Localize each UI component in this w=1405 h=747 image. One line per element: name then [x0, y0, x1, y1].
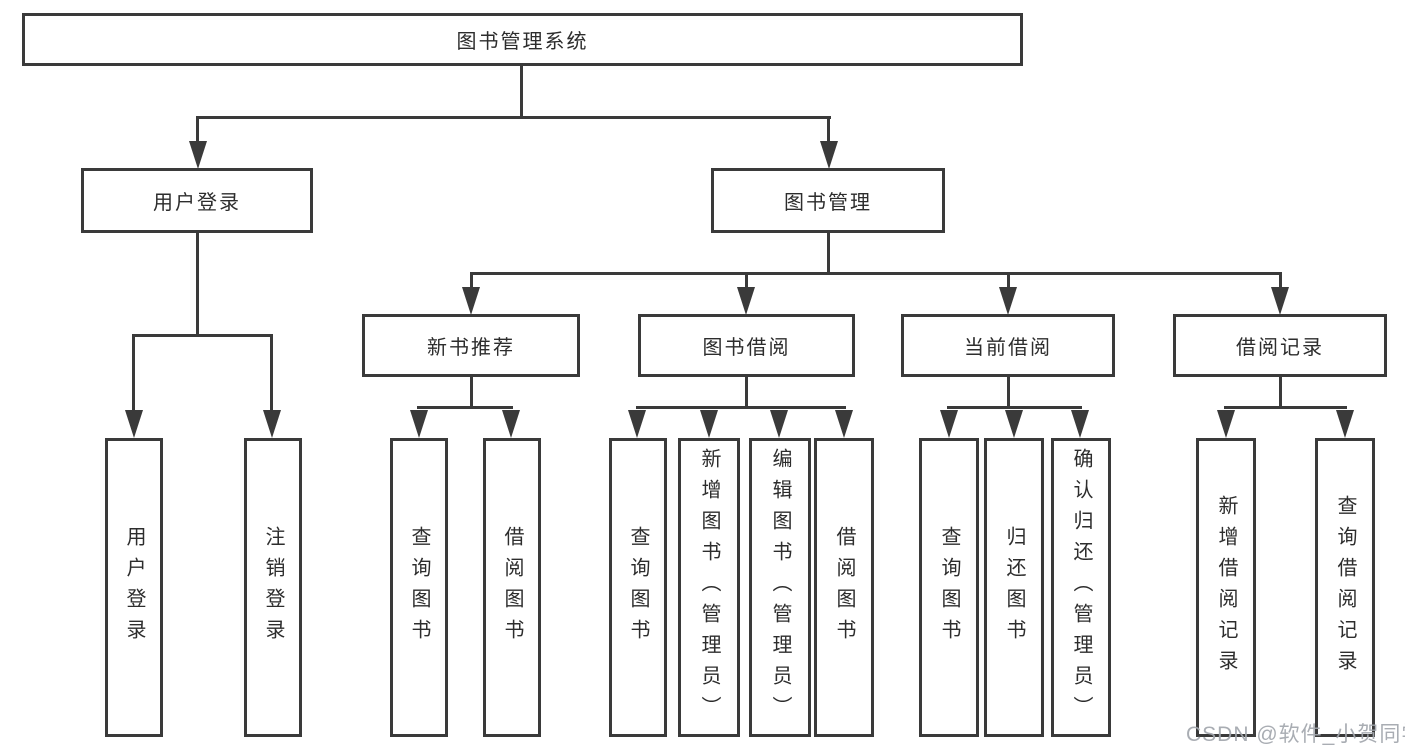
- arrow-down: [835, 410, 853, 438]
- leaf-edit-books-admin: 编辑图书（管理员）: [749, 438, 811, 737]
- leaf-borrow-books-borrowing: 借阅图书: [814, 438, 874, 737]
- node-book-management: 图书管理: [711, 168, 945, 233]
- leaf-query-borrow-record-label: 查询借阅记录: [1334, 494, 1356, 681]
- leaf-query-books-newbooks: 查询图书: [390, 438, 448, 737]
- arrow-down: [125, 410, 143, 438]
- leaf-confirm-return-admin-label: 确认归还（管理员）: [1070, 448, 1092, 727]
- connector-line: [1007, 272, 1010, 290]
- arrow-down: [770, 410, 788, 438]
- connector-line: [196, 233, 199, 337]
- node-borrowing-records-label: 借阅记录: [1236, 337, 1324, 359]
- leaf-logout: 注销登录: [244, 438, 302, 737]
- arrow-down: [628, 410, 646, 438]
- connector-line: [1279, 272, 1282, 290]
- leaf-borrow-books-newbooks-label: 借阅图书: [501, 525, 523, 650]
- leaf-confirm-return-admin: 确认归还（管理员）: [1051, 438, 1111, 737]
- arrow-down: [999, 287, 1017, 315]
- connector-line: [132, 334, 273, 337]
- leaf-return-books-label: 归还图书: [1003, 525, 1025, 650]
- connector-line: [745, 272, 748, 290]
- leaf-query-books-current-label: 查询图书: [938, 525, 960, 650]
- leaf-user-login-label: 用户登录: [123, 525, 145, 650]
- leaf-add-books-admin: 新增图书（管理员）: [678, 438, 740, 737]
- node-new-book-recommend-label: 新书推荐: [427, 337, 515, 359]
- arrow-down: [410, 410, 428, 438]
- arrow-down: [820, 141, 838, 169]
- connector-line: [1279, 377, 1282, 409]
- leaf-return-books: 归还图书: [984, 438, 1044, 737]
- connector-line: [196, 116, 831, 119]
- node-book-management-label: 图书管理: [784, 192, 872, 214]
- leaf-add-books-admin-label: 新增图书（管理员）: [698, 448, 720, 727]
- arrow-down: [189, 141, 207, 169]
- arrow-down: [1271, 287, 1289, 315]
- connector-line: [132, 334, 135, 412]
- node-book-borrowing: 图书借阅: [638, 314, 855, 377]
- node-user-login-label: 用户登录: [153, 192, 241, 214]
- connector-line: [827, 233, 830, 275]
- arrow-down: [1005, 410, 1023, 438]
- connector-line: [470, 377, 473, 409]
- node-new-book-recommend: 新书推荐: [362, 314, 580, 377]
- connector-line: [470, 272, 473, 290]
- arrow-down: [700, 410, 718, 438]
- node-root-label: 图书管理系统: [456, 31, 589, 53]
- leaf-query-books-newbooks-label: 查询图书: [408, 525, 430, 650]
- arrow-down: [1217, 410, 1235, 438]
- leaf-add-borrow-record-label: 新增借阅记录: [1215, 494, 1237, 681]
- connector-line: [745, 377, 748, 409]
- node-user-login: 用户登录: [81, 168, 313, 233]
- connector-line: [417, 406, 513, 409]
- arrow-down: [263, 410, 281, 438]
- leaf-query-books-borrowing: 查询图书: [609, 438, 667, 737]
- leaf-add-borrow-record: 新增借阅记录: [1196, 438, 1256, 737]
- leaf-borrow-books-newbooks: 借阅图书: [483, 438, 541, 737]
- connector-line: [827, 116, 830, 144]
- node-root: 图书管理系统: [22, 13, 1023, 66]
- leaf-user-login: 用户登录: [105, 438, 163, 737]
- leaf-edit-books-admin-label: 编辑图书（管理员）: [769, 448, 791, 727]
- connector-line: [947, 406, 1082, 409]
- arrow-down: [737, 287, 755, 315]
- leaf-query-books-current: 查询图书: [919, 438, 979, 737]
- leaf-borrow-books-borrowing-label: 借阅图书: [833, 525, 855, 650]
- leaf-query-books-borrowing-label: 查询图书: [627, 525, 649, 650]
- connector-line: [470, 272, 1281, 275]
- leaf-query-borrow-record: 查询借阅记录: [1315, 438, 1375, 737]
- node-current-borrowing: 当前借阅: [901, 314, 1115, 377]
- connector-line: [1224, 406, 1347, 409]
- leaf-logout-label: 注销登录: [262, 525, 284, 650]
- arrow-down: [1336, 410, 1354, 438]
- node-book-borrowing-label: 图书借阅: [702, 337, 791, 359]
- connector-line: [636, 406, 846, 409]
- connector-line: [270, 334, 273, 412]
- connector-line: [1007, 377, 1010, 409]
- arrow-down: [1071, 410, 1089, 438]
- arrow-down: [940, 410, 958, 438]
- watermark: CSDN @软件_小贺同学: [1186, 723, 1405, 746]
- arrow-down: [462, 287, 480, 315]
- connector-line: [520, 64, 523, 119]
- arrow-down: [502, 410, 520, 438]
- connector-line: [196, 116, 199, 144]
- node-current-borrowing-label: 当前借阅: [964, 337, 1052, 359]
- node-borrowing-records: 借阅记录: [1173, 314, 1387, 377]
